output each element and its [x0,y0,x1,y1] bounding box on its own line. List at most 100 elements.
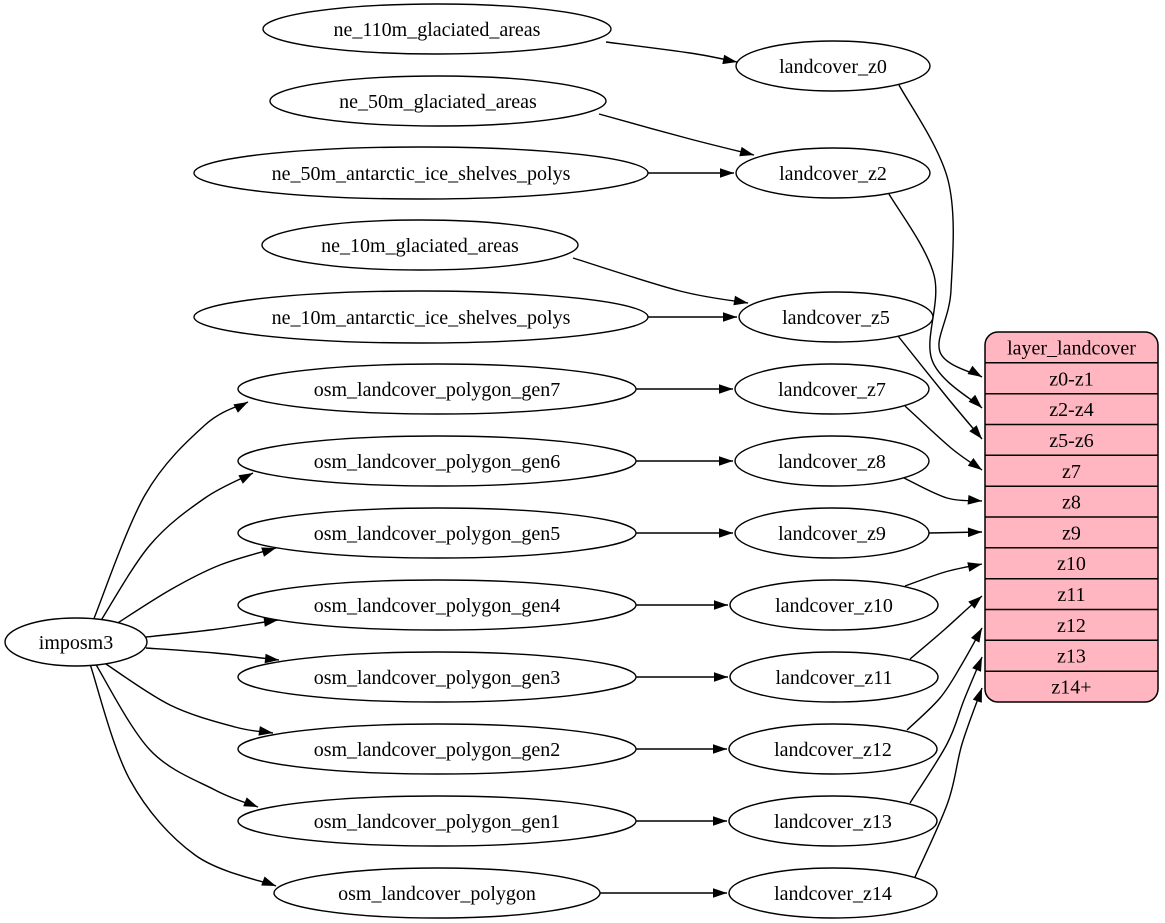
node-label: osm_landcover_polygon_gen1 [314,811,561,833]
node-landcover-z2: landcover_z2 [735,147,931,199]
node-ellipse [735,147,931,199]
node-label: landcover_z0 [779,56,887,78]
table-row-z7: z7 [1062,461,1081,483]
arrowhead-icon [714,600,728,610]
arrowhead-icon [969,425,982,439]
table-row-z14: z14+ [1051,677,1091,699]
node-landcover-z7: landcover_z7 [734,363,930,415]
node-ellipse [734,363,930,415]
edge-osm-landcover-polygon-gen7--landcover-z7 [636,384,733,394]
arrowhead-icon [713,744,727,754]
edge-imposm3--osm-landcover-polygon-gen4 [145,617,279,638]
edge-osm-landcover-polygon-gen1--landcover-z13 [636,816,727,826]
node-ellipse [728,795,938,847]
arrowhead-icon [261,876,276,886]
arrowhead-icon [733,295,748,306]
edge-ne-50m-glaciated-areas--landcover-z2 [598,113,755,157]
arrowhead-icon [967,562,982,572]
node-ellipse [237,651,637,703]
table-row-z0-z1: z0-z1 [1049,368,1093,390]
arrowhead-icon [739,146,754,157]
arrowhead-icon [972,657,982,672]
node-label: landcover_z8 [778,451,886,473]
table-row-z9: z9 [1062,522,1081,544]
node-osm-landcover-polygon-gen3: osm_landcover_polygon_gen3 [237,651,637,703]
arrowhead-icon [261,547,276,557]
node-ne-110m-glaciated-areas: ne_110m_glaciated_areas [262,3,612,55]
edge-line [906,627,983,731]
arrowhead-icon [723,312,737,322]
node-label: landcover_z5 [782,307,890,329]
node-label: osm_landcover_polygon_gen2 [314,739,561,761]
edge-imposm3--osm-landcover-polygon-gen7 [92,401,249,622]
node-ellipse [237,723,637,775]
arrowhead-icon [233,402,248,413]
node-label: landcover_z9 [778,523,886,545]
node-label: ne_110m_glaciated_areas [334,19,541,41]
node-osm-landcover-polygon-gen2: osm_landcover_polygon_gen2 [237,723,637,775]
node-ellipse [237,363,637,415]
node-ne-10m-antarctic-ice-shelves-polys: ne_10m_antarctic_ice_shelves_polys [193,290,649,344]
arrowhead-icon [719,456,733,466]
node-ellipse [729,579,939,631]
arrowhead-icon [243,797,258,807]
node-ellipse [4,617,148,667]
arrowhead-icon [264,653,279,664]
edge-line [914,687,983,878]
arrowhead-icon [722,54,737,65]
node-ellipse [728,867,938,919]
node-ellipse [728,723,938,775]
node-label: ne_50m_antarctic_ice_shelves_polys [272,163,571,185]
node-label: imposm3 [39,632,113,654]
table-row-z8: z8 [1062,492,1081,514]
node-ellipse [262,3,612,55]
node-label: osm_landcover_polygon_gen7 [314,379,561,401]
edge-line [92,401,249,622]
edge-imposm3--osm-landcover-polygon-gen1 [94,662,259,808]
node-imposm3: imposm3 [4,617,148,667]
node-ellipse [735,40,931,92]
node-label: osm_landcover_polygon [338,883,536,905]
arrowhead-icon [714,672,728,682]
node-landcover-z0: landcover_z0 [735,40,931,92]
arrowhead-icon [713,816,727,826]
edge-ne-10m-antarctic-ice-shelves-polys--landcover-z5 [648,312,737,322]
arrowhead-icon [713,888,727,898]
edge-osm-landcover-polygon-gen2--landcover-z12 [636,744,727,754]
arrowhead-icon [972,688,982,703]
table-title: layer_landcover [1007,337,1136,359]
edge-line [572,257,749,304]
node-landcover-z8: landcover_z8 [734,435,930,487]
arrowhead-icon [258,726,273,736]
edge-line [605,41,738,63]
edge-landcover-z9--layer-landcover-z9 [928,527,983,538]
node-label: landcover_z2 [779,163,887,185]
node-label: ne_50m_glaciated_areas [339,91,537,113]
edge-landcover-z10--layer-landcover-z10 [904,562,983,587]
edge-line [909,656,983,804]
edge-landcover-z14--layer-landcover-z14 [914,687,983,878]
node-ellipse [237,507,637,559]
node-ellipse [269,75,607,127]
edge-ne-10m-glaciated-areas--landcover-z5 [572,257,749,306]
edge-landcover-z8--layer-landcover-z8 [903,477,983,505]
node-ellipse [193,146,649,200]
node-label: osm_landcover_polygon_gen4 [314,595,561,617]
node-ellipse [273,867,601,919]
node-ellipse [734,507,930,559]
edge-osm-landcover-polygon-gen4--landcover-z10 [636,600,728,610]
edge-osm-landcover-polygon--landcover-z14 [600,888,727,898]
table-row-z10: z10 [1057,553,1086,575]
edge-ne-50m-antarctic-ice-shelves-polys--landcover-z2 [648,168,734,178]
node-osm-landcover-polygon-gen5: osm_landcover_polygon_gen5 [237,507,637,559]
arrowhead-icon [720,168,734,178]
node-label: ne_10m_antarctic_ice_shelves_polys [272,307,571,329]
node-osm-landcover-polygon-gen7: osm_landcover_polygon_gen7 [237,363,637,415]
node-ellipse [729,651,939,703]
edge-imposm3--osm-landcover-polygon [89,663,277,887]
edge-landcover-z13--layer-landcover-z13 [909,656,983,804]
table-layer-landcover: layer_landcoverz0-z1z2-z4z5-z6z7z8z9z10z… [984,331,1159,703]
edge-imposm3--osm-landcover-polygon-gen5 [112,547,277,627]
edge-line [145,647,280,661]
